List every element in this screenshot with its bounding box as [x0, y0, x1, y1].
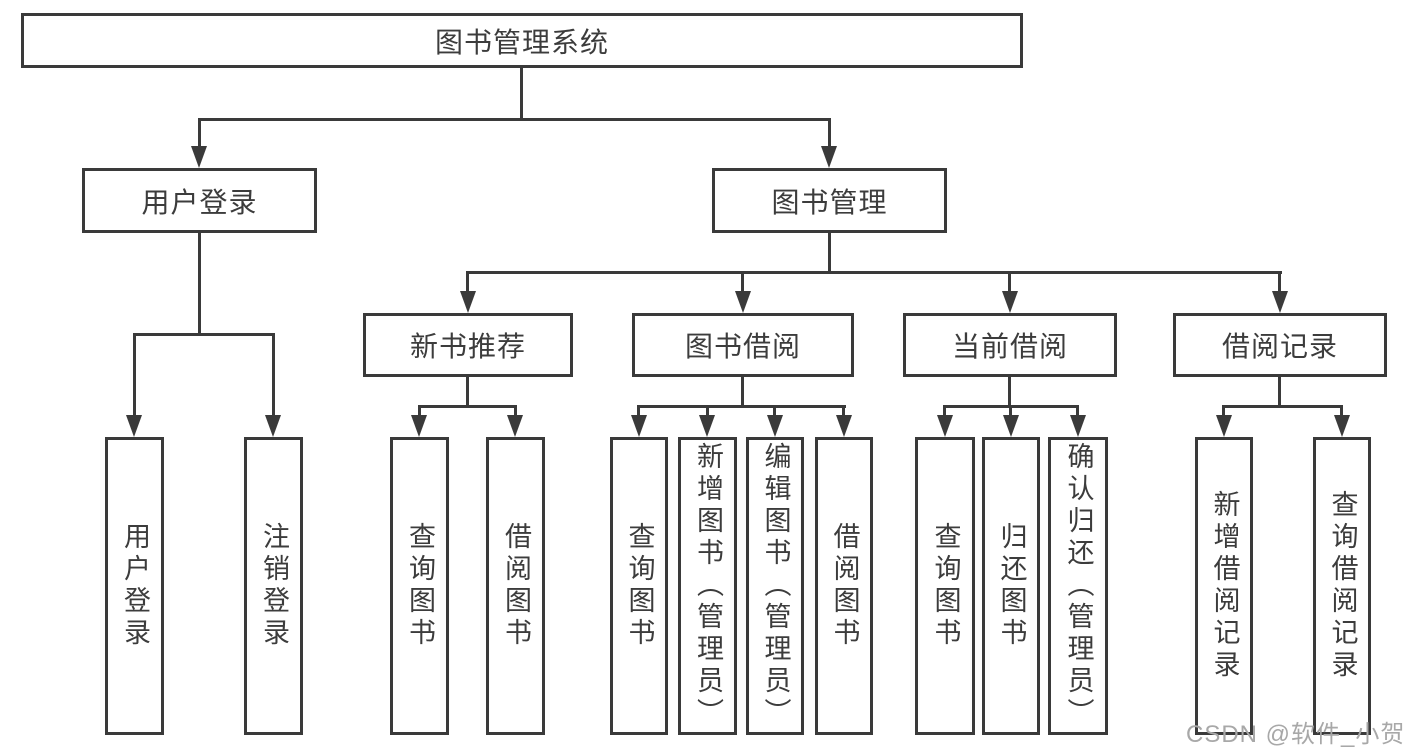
connector-line — [1278, 271, 1281, 295]
leaf-recommend-query-books: 查询图书 — [390, 437, 449, 735]
leaf-recommend-query-books-label: 查询图书 — [405, 522, 435, 650]
arrow-down-icon — [1334, 415, 1350, 437]
node-current-borrow: 当前借阅 — [903, 313, 1117, 377]
arrow-down-icon — [735, 291, 751, 313]
node-new-book-recommend-label: 新书推荐 — [409, 331, 526, 362]
connector-line — [514, 405, 517, 419]
connector-line — [1340, 405, 1343, 419]
leaf-current-query-books: 查询图书 — [915, 437, 975, 735]
node-user-login: 用户登录 — [82, 168, 317, 233]
node-root: 图书管理系统 — [21, 13, 1023, 68]
connector-line — [198, 118, 831, 121]
node-book-borrow-label: 图书借阅 — [684, 331, 801, 362]
connector-line — [1222, 405, 1343, 408]
node-book-borrow: 图书借阅 — [632, 313, 854, 377]
leaf-records-query-record-label: 查询借阅记录 — [1327, 490, 1358, 682]
connector-line — [133, 333, 136, 415]
connector-line — [466, 377, 469, 407]
connector-line — [773, 405, 776, 419]
node-new-book-recommend: 新书推荐 — [363, 313, 573, 377]
connector-line — [706, 405, 709, 419]
connector-line — [741, 377, 744, 407]
leaf-borrow-edit-books: 编辑图书（管理员） — [746, 437, 804, 735]
connector-line — [1008, 377, 1011, 407]
connector-line — [520, 68, 523, 120]
leaf-borrow-add-books: 新增图书（管理员） — [678, 437, 737, 735]
leaf-borrow-borrow-books-label: 借阅图书 — [829, 522, 860, 650]
connector-line — [842, 405, 845, 419]
arrow-down-icon — [1003, 415, 1019, 437]
connector-line — [418, 405, 517, 408]
connector-line — [1222, 405, 1225, 419]
connector-line — [637, 405, 846, 408]
connector-line — [741, 271, 744, 295]
connector-line — [1009, 405, 1012, 419]
arrow-down-icon — [1216, 415, 1232, 437]
connector-line — [198, 118, 201, 148]
leaf-borrow-query-books-label: 查询图书 — [624, 522, 655, 650]
connector-line — [418, 405, 421, 419]
leaf-logout-label: 注销登录 — [259, 522, 289, 650]
connector-line — [828, 118, 831, 148]
node-root-label: 图书管理系统 — [434, 26, 609, 58]
leaf-current-confirm-return-label: 确认归还（管理员） — [1063, 442, 1094, 730]
leaf-user-login-label: 用户登录 — [120, 522, 150, 650]
arrow-down-icon — [1070, 415, 1086, 437]
leaf-current-return-books: 归还图书 — [982, 437, 1040, 735]
connector-line — [1076, 405, 1079, 419]
leaf-borrow-edit-books-label: 编辑图书（管理员） — [760, 442, 791, 730]
leaf-user-login: 用户登录 — [105, 437, 164, 735]
arrow-down-icon — [631, 415, 647, 437]
node-book-management-label: 图书管理 — [771, 186, 888, 218]
arrow-down-icon — [699, 415, 715, 437]
leaf-logout: 注销登录 — [244, 437, 303, 735]
node-user-login-label: 用户登录 — [141, 186, 258, 218]
arrow-down-icon — [937, 415, 953, 437]
leaf-current-query-books-label: 查询图书 — [930, 522, 961, 650]
arrow-down-icon — [411, 415, 427, 437]
connector-line — [198, 233, 201, 335]
arrow-down-icon — [836, 415, 852, 437]
leaf-current-return-books-label: 归还图书 — [996, 522, 1027, 650]
connector-line — [466, 271, 1282, 274]
connector-line — [272, 333, 275, 415]
node-book-management: 图书管理 — [712, 168, 947, 233]
connector-line — [466, 271, 469, 295]
arrow-down-icon — [821, 146, 837, 168]
connector-line — [637, 405, 640, 419]
connector-line — [828, 233, 831, 273]
leaf-borrow-query-books: 查询图书 — [610, 437, 668, 735]
leaf-records-query-record: 查询借阅记录 — [1313, 437, 1371, 735]
leaf-recommend-borrow-books: 借阅图书 — [486, 437, 545, 735]
node-borrow-records: 借阅记录 — [1173, 313, 1387, 377]
csdn-watermark: CSDN @软件_小贺同学 — [1186, 721, 1405, 747]
arrow-down-icon — [1002, 291, 1018, 313]
arrow-down-icon — [460, 291, 476, 313]
connector-line — [133, 333, 275, 336]
arrow-down-icon — [767, 415, 783, 437]
connector-line — [943, 405, 946, 419]
node-borrow-records-label: 借阅记录 — [1221, 331, 1338, 362]
leaf-records-add-record-label: 新增借阅记录 — [1209, 490, 1240, 682]
arrow-down-icon — [1272, 291, 1288, 313]
leaf-borrow-borrow-books: 借阅图书 — [815, 437, 873, 735]
arrow-down-icon — [265, 415, 281, 437]
node-current-borrow-label: 当前借阅 — [951, 331, 1068, 362]
leaf-current-confirm-return: 确认归还（管理员） — [1048, 437, 1108, 735]
connector-line — [1008, 271, 1011, 295]
leaf-records-add-record: 新增借阅记录 — [1195, 437, 1253, 735]
leaf-recommend-borrow-books-label: 借阅图书 — [501, 522, 531, 650]
arrow-down-icon — [507, 415, 523, 437]
connector-line — [1278, 377, 1281, 407]
leaf-borrow-add-books-label: 新增图书（管理员） — [693, 442, 723, 730]
arrow-down-icon — [126, 415, 142, 437]
arrow-down-icon — [191, 146, 207, 168]
